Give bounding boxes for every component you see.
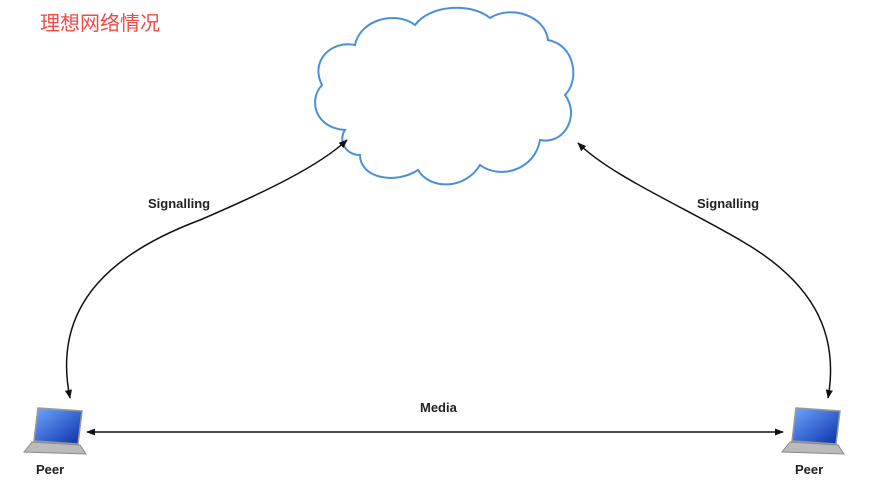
- signalling-right-label: Signalling: [697, 196, 759, 211]
- peer-right-label: Peer: [795, 462, 823, 477]
- signalling-right-arrow: [577, 142, 833, 399]
- signalling-left-label: Signalling: [148, 196, 210, 211]
- peer-left-label: Peer: [36, 462, 64, 477]
- signalling-left-arrow: [64, 139, 348, 399]
- laptop-left-icon: [22, 407, 87, 455]
- laptop-right-icon: [780, 407, 845, 455]
- cloud-icon: [314, 6, 575, 186]
- page-title: 理想网络情况: [40, 11, 160, 35]
- media-label: Media: [420, 400, 458, 415]
